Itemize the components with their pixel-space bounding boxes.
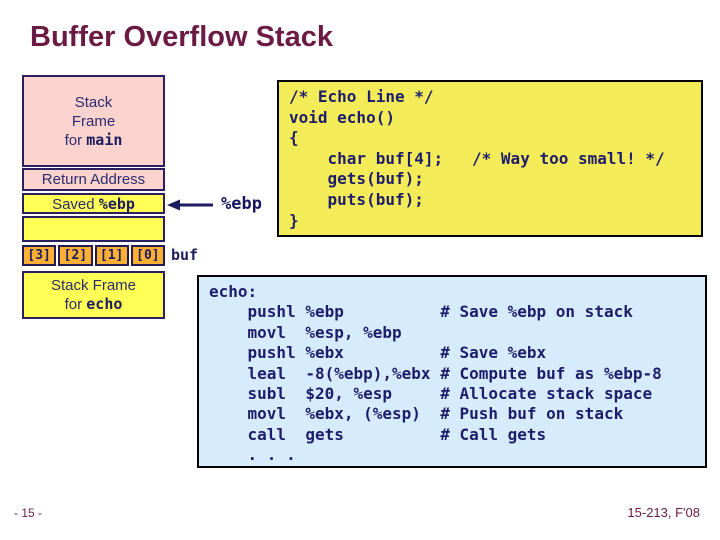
stack-frame-echo-line2: for echo	[64, 295, 123, 313]
return-address-row: Return Address	[22, 168, 165, 191]
stack-frame-main-box: Stack Frame for main	[22, 75, 165, 167]
stack-frame-echo-box: Stack Frame for echo	[22, 271, 165, 319]
page-title: Buffer Overflow Stack	[30, 21, 333, 53]
buf-cell-3: [3]	[22, 245, 57, 266]
buf-cells-row: [3] [2] [1] [0]	[22, 245, 165, 266]
stack-frame-main-line1: Stack	[74, 93, 113, 111]
saved-ebp-row: Saved %ebp	[22, 193, 165, 214]
buf-label: buf	[171, 246, 199, 264]
asm-code-panel: echo: pushl %ebp # Save %ebp on stack mo…	[197, 275, 707, 468]
stack-frame-main-line2: Frame	[71, 112, 116, 130]
buf-cell-0: [0]	[130, 245, 165, 266]
unused-stack-row	[22, 216, 165, 242]
footer-page-number: - 15 -	[14, 506, 43, 520]
c-code-panel: /* Echo Line */ void echo() { char buf[4…	[277, 80, 703, 237]
ebp-pointer-label: %ebp	[221, 194, 262, 214]
buf-cell-1: [1]	[94, 245, 129, 266]
return-address-label: Return Address	[41, 171, 146, 188]
ebp-arrow-icon	[167, 198, 215, 217]
buf-cell-2: [2]	[58, 245, 93, 266]
stack-frame-main-line3: for main	[64, 130, 123, 149]
footer-course-id: 15-213, F'08	[627, 505, 700, 520]
stack-frame-echo-line1: Stack Frame	[50, 277, 137, 294]
saved-ebp-label: Saved %ebp	[52, 194, 135, 213]
